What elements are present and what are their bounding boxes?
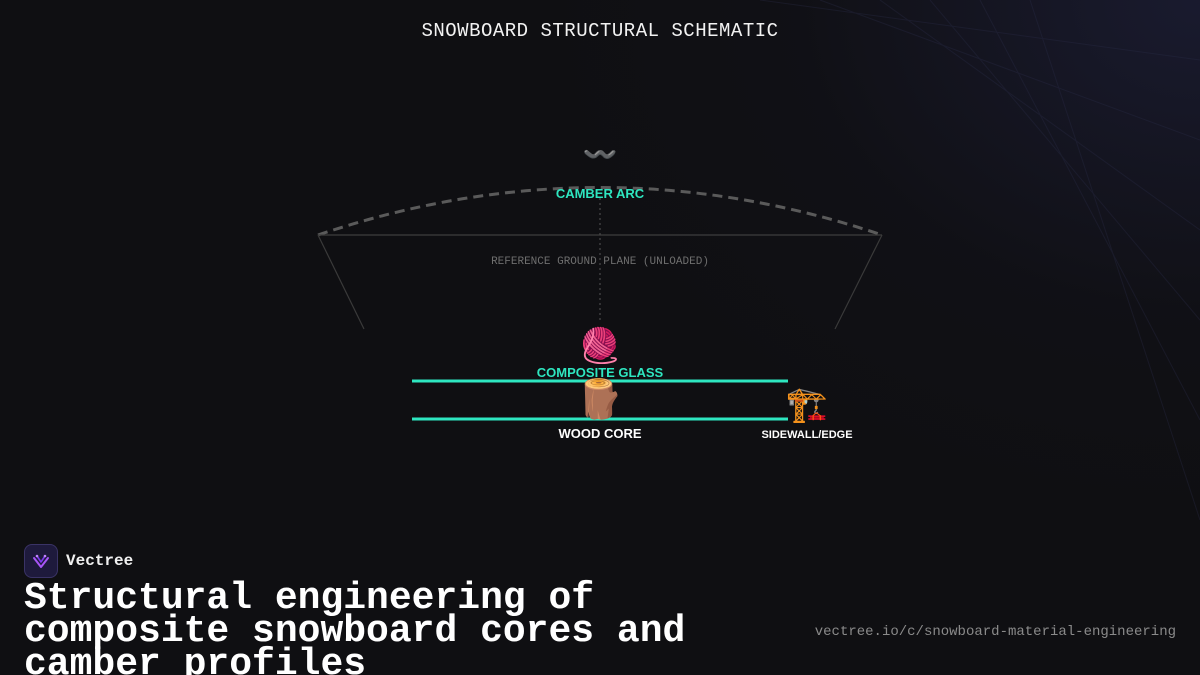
wavy-dash-icon: 〰️ xyxy=(583,138,618,171)
yarn-icon: 🧶 xyxy=(579,326,621,366)
vectree-logo-icon xyxy=(24,544,58,578)
camber-arc-curve xyxy=(317,186,883,237)
sidewall-edge-label: SIDEWALL/EDGE xyxy=(761,429,852,441)
wood-log-icon: 🪵 xyxy=(576,377,623,421)
composite-glass-label: COMPOSITE GLASS xyxy=(537,365,664,380)
left-taper-line xyxy=(317,234,365,330)
camber-arc-label: CAMBER ARC xyxy=(556,186,645,201)
page-title: SNOWBOARD STRUCTURAL SCHEMATIC xyxy=(421,20,779,42)
reference-plane-label: REFERENCE GROUND PLANE (UNLOADED) xyxy=(491,256,709,268)
brand-name: Vectree xyxy=(66,552,134,570)
construction-crane-icon: 🏗️ xyxy=(786,385,828,425)
wood-core-label: WOOD CORE xyxy=(558,426,641,441)
source-url[interactable]: vectree.io/c/snowboard-material-engineer… xyxy=(814,624,1176,640)
right-taper-line xyxy=(834,234,883,330)
headline: Structural engineering of composite snow… xyxy=(24,577,686,675)
brand: Vectree xyxy=(24,544,133,578)
